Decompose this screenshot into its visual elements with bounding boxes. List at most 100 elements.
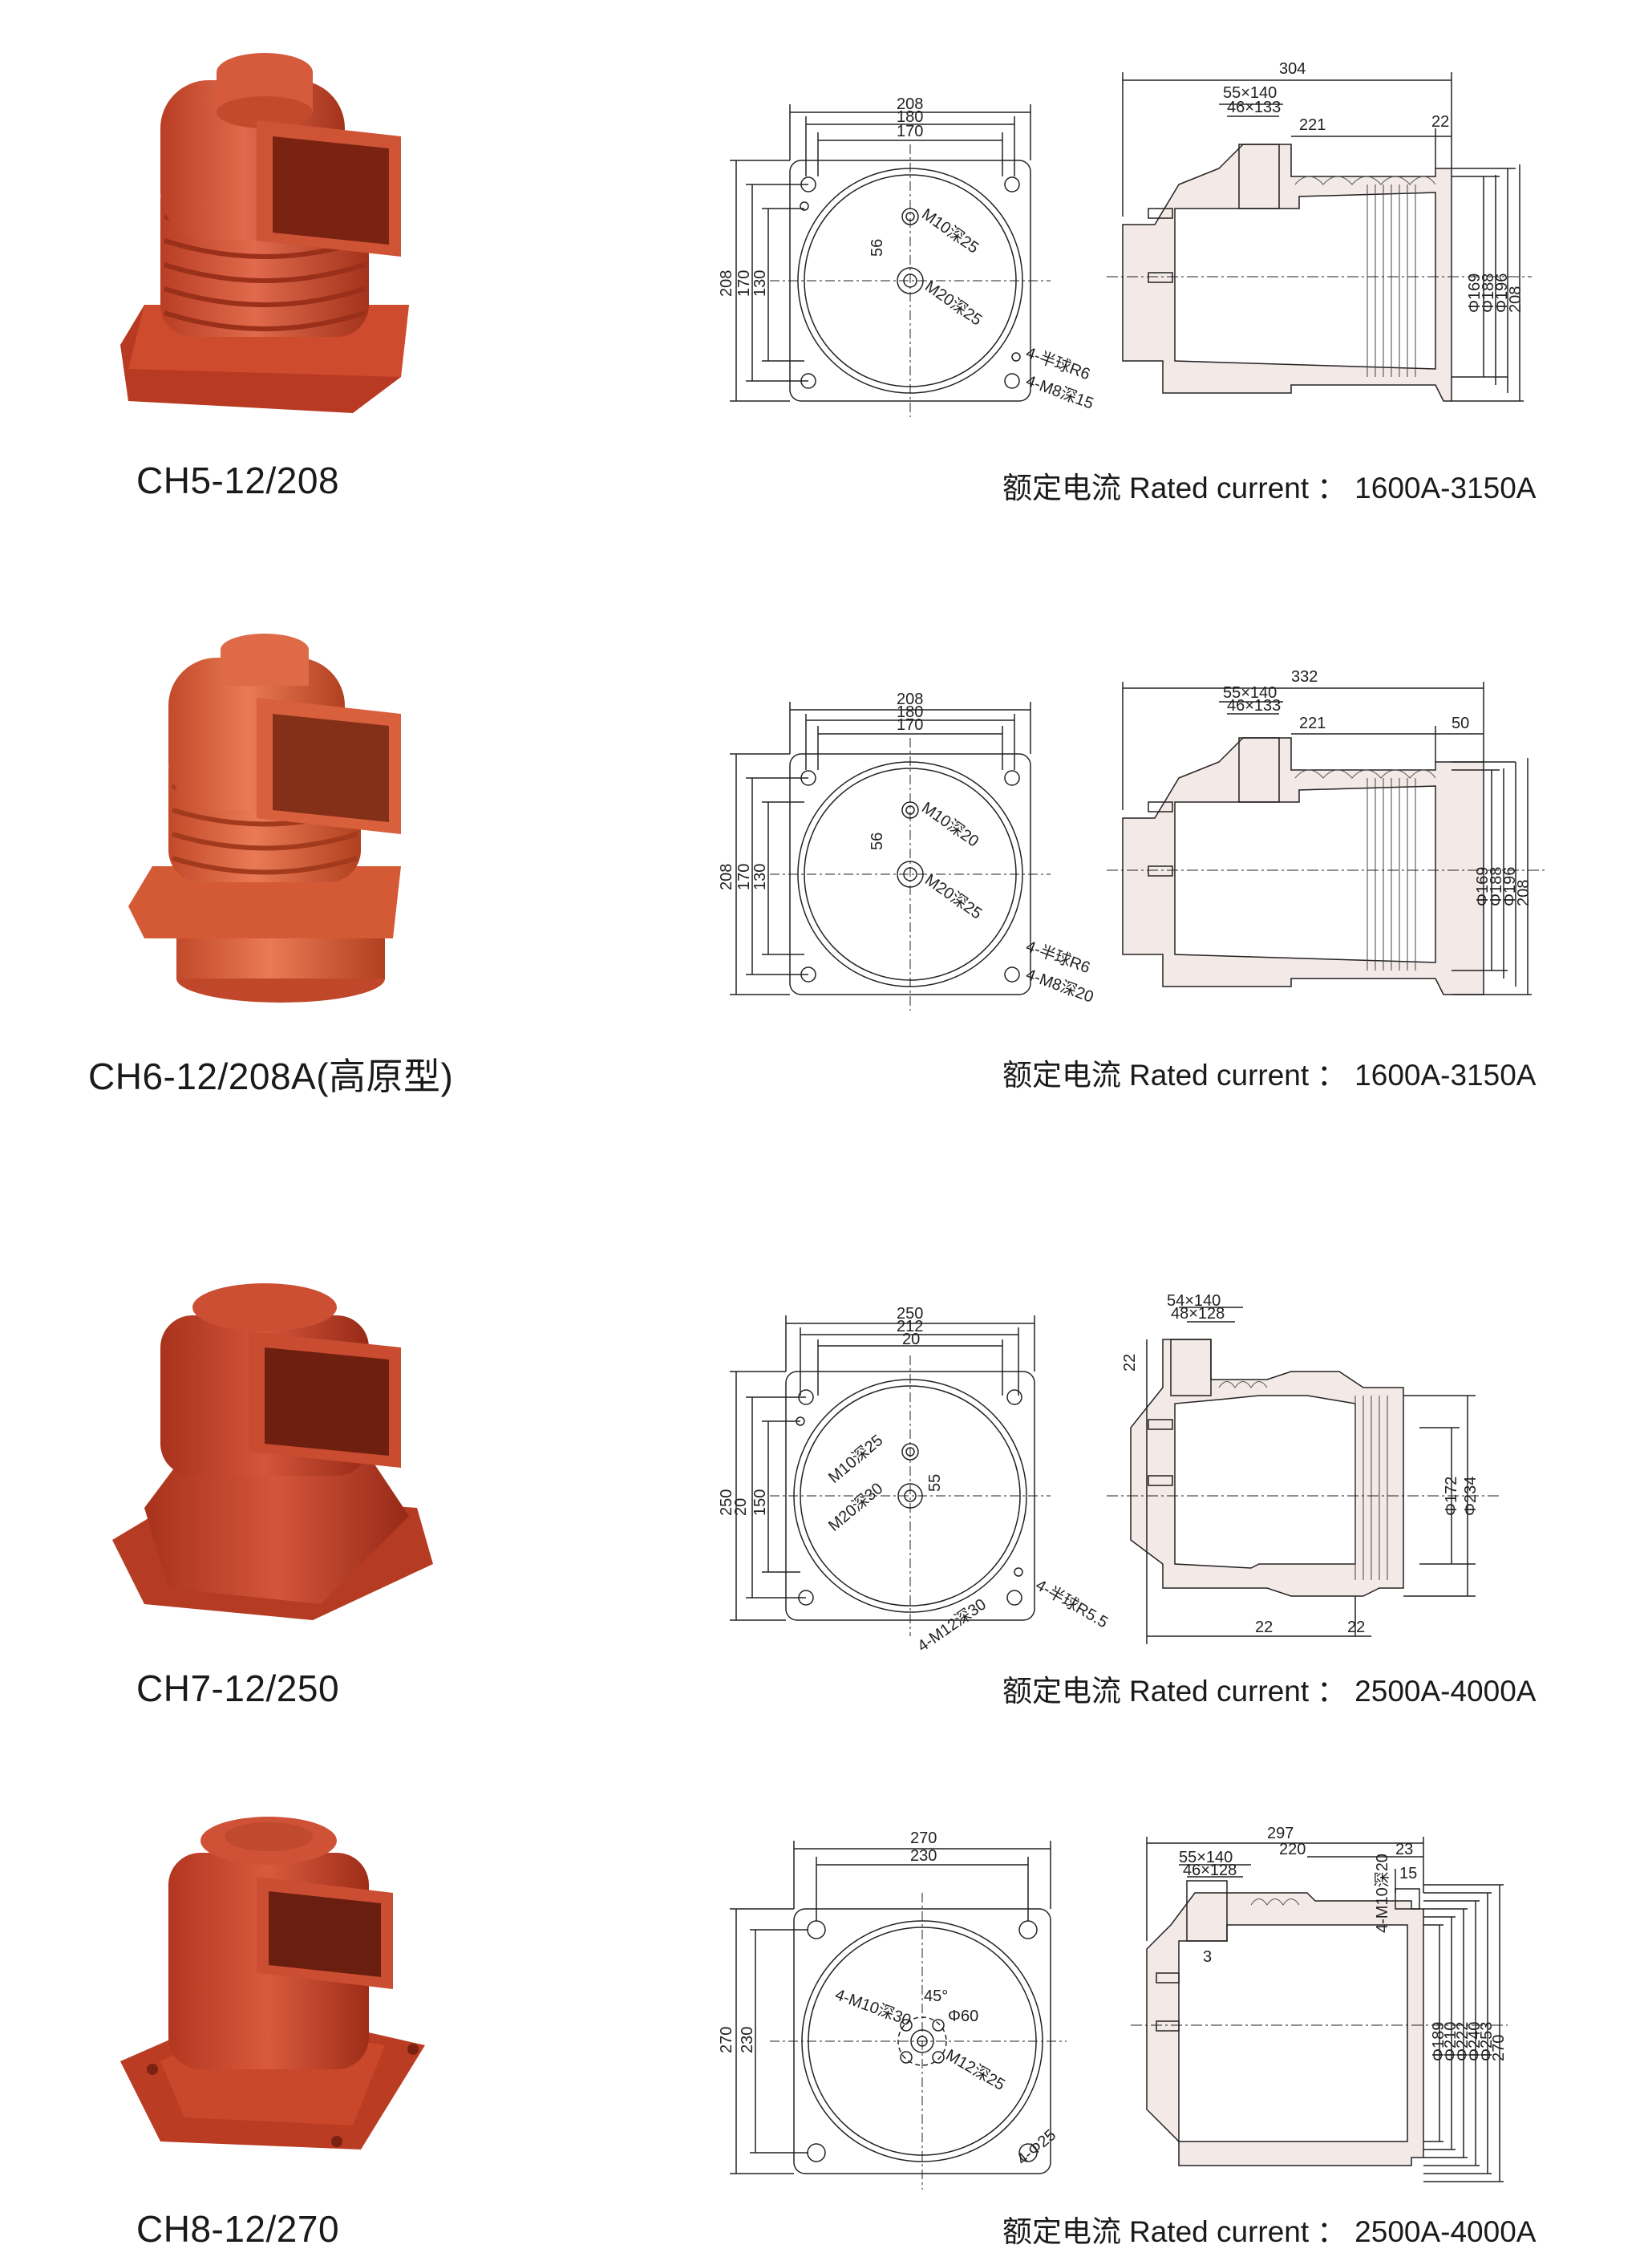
dim-total: 332 [1291,668,1318,686]
dim-diameter-3: Φ196 [1493,274,1511,313]
rating-separator: ： [1317,472,1347,504]
dim-mid: 230 [910,1847,937,1865]
thread-label-1: M10深25 [918,205,982,257]
dim-offset: 45° [924,1987,948,2005]
front-view-drawing: 250 212 20 250 20 150 55 M10深25 M20深30 4… [718,1305,1111,1655]
thread-label-2: M20深25 [921,870,986,922]
product-photo-ch6 [128,634,401,1003]
dim-gap: 3 [1203,1948,1212,1966]
thread-label-1: M10深25 [824,1431,886,1487]
dim-diameter-6: 270 [1490,2035,1508,2061]
dim-outer: 270 [910,1829,937,1847]
dim-h-mid: 230 [739,2027,756,2053]
dim-h-outer: 250 [718,1489,735,1516]
front-view-drawing: 208 180 170 208 170 130 56 M10深25 M20深25… [718,95,1096,417]
dim-window-1: 55×140 [1223,84,1277,102]
dim-diameter-1: Φ172 [1443,1477,1460,1516]
dim-total: 297 [1267,1825,1294,1842]
dim-end: 50 [1452,715,1469,732]
thread-label-2: M20深25 [921,277,986,329]
thread-label-2: M12深25 [943,2045,1009,2093]
front-view-drawing: 208 180 170 208 170 130 56 M10深20 M20深25… [718,691,1096,1011]
dim-pcd: Φ60 [948,2008,978,2025]
thread-label-2: M20深30 [824,1479,886,1535]
product-ch6: CH6-12/208A(高原型) 208 180 170 208 170 130… [0,594,1652,1139]
dim-end: 22 [1347,1619,1365,1636]
dim-h-mid: 170 [735,864,753,890]
dim-diameter-4: Φ240 [1466,2022,1484,2061]
dim-outer: 208 [897,691,923,708]
dim-offset: 56 [869,239,886,257]
dim-end: 22 [1431,113,1449,131]
dim-window-1: 55×140 [1179,1849,1233,1866]
model-name: CH7-12/250 [136,1667,340,1709]
rating-label-cn: 额定电流 [1002,1059,1121,1092]
model-name: CH8-12/270 [136,2208,340,2250]
dim-h-mid: 170 [735,270,753,297]
thread-label-1: M10深20 [918,798,982,850]
dim-diameter-2: Φ188 [1488,867,1505,906]
dim-mid: 180 [897,108,923,126]
rating-separator: ： [1317,1675,1347,1708]
dim-total: 304 [1279,60,1306,78]
dim-h-outer: 208 [718,864,735,890]
product-ch5: CH5-12/208 208 180 170 208 170 130 56 M1… [0,0,1652,545]
side-view-drawing: 332 55×140 46×133 221 50 Φ169 Φ188 Φ196 … [1107,668,1548,995]
dim-diameter-1: Φ169 [1466,274,1484,313]
dim-diameter-2: Φ188 [1480,274,1497,313]
dim-window-1: 55×140 [1223,684,1277,702]
dim-body: 221 [1299,715,1326,732]
dim-diameter-2: Φ234 [1462,1477,1480,1516]
dim-body: 22 [1255,1619,1273,1636]
dim-body: 220 [1279,1841,1306,1858]
dim-offset: 55 [926,1474,944,1492]
dim-h-mid: 20 [732,1498,750,1516]
dim-diameter-3: Φ196 [1501,867,1519,906]
dim-top: 4-M10深20 [1373,1854,1391,1933]
dim-window-2: 46×133 [1227,697,1281,715]
dim-inner: 170 [897,716,923,734]
dim-h-inner: 130 [751,270,769,297]
dim-mid: 180 [897,703,923,721]
dim-end: 23 [1395,1841,1413,1858]
dim-inner: 20 [902,1331,920,1348]
rating-label-en: Rated current [1129,2215,1310,2248]
rating-value: 1600A-3150A [1354,472,1537,504]
side-view-drawing: 304 55×140 46×133 221 22 Φ169 Φ188 Φ196 … [1107,60,1532,402]
product-ch7: CH7-12/250 250 212 20 250 20 150 55 M10深… [0,1235,1652,1748]
rating-value: 2500A-4000A [1354,1675,1537,1708]
product-photo-ch8 [120,1817,425,2150]
product-photo-ch7 [112,1283,433,1620]
dim-diameter-1: Φ189 [1430,2022,1448,2061]
rating-label-cn: 额定电流 [1002,1675,1121,1708]
dim-mid: 212 [897,1318,923,1335]
rating-label-en: Rated current [1129,1059,1310,1092]
rating-separator: ： [1317,2215,1347,2248]
dim-window-2: 48×128 [1171,1305,1225,1323]
model-name: CH6-12/208A(高原型) [88,1056,454,1097]
rating-label-cn: 额定电流 [1002,472,1121,504]
dim-window-2: 46×133 [1227,99,1281,116]
rating-label-cn: 额定电流 [1002,2215,1121,2248]
dim-diameter-1: Φ169 [1474,867,1492,906]
side-view-drawing: 54×140 48×128 22 22 22 Φ172 Φ234 [1107,1292,1500,1644]
side-view-drawing: 297 55×140 46×128 220 23 4-M10深20 15 3 Φ… [1131,1825,1508,2182]
dim-offset: 56 [869,833,886,850]
dim-diameter-4: 208 [1515,880,1533,906]
product-photo-ch5 [120,53,409,413]
rating-value: 2500A-4000A [1354,2215,1537,2248]
dim-window-2: 46×128 [1183,1862,1237,1879]
dim-h-inner: 150 [751,1489,769,1516]
rating-label-en: Rated current [1129,1675,1310,1708]
dim-outer: 250 [897,1305,923,1323]
thread-label-1: 4-M10深30 [832,1985,913,2029]
rating-value: 1600A-3150A [1354,1059,1537,1092]
dim-h-outer: 270 [718,2027,735,2053]
dim-diameter-5: Φ253 [1478,2022,1496,2061]
dim-h-outer: 208 [718,270,735,297]
dim-diameter-2: Φ210 [1442,2022,1460,2061]
